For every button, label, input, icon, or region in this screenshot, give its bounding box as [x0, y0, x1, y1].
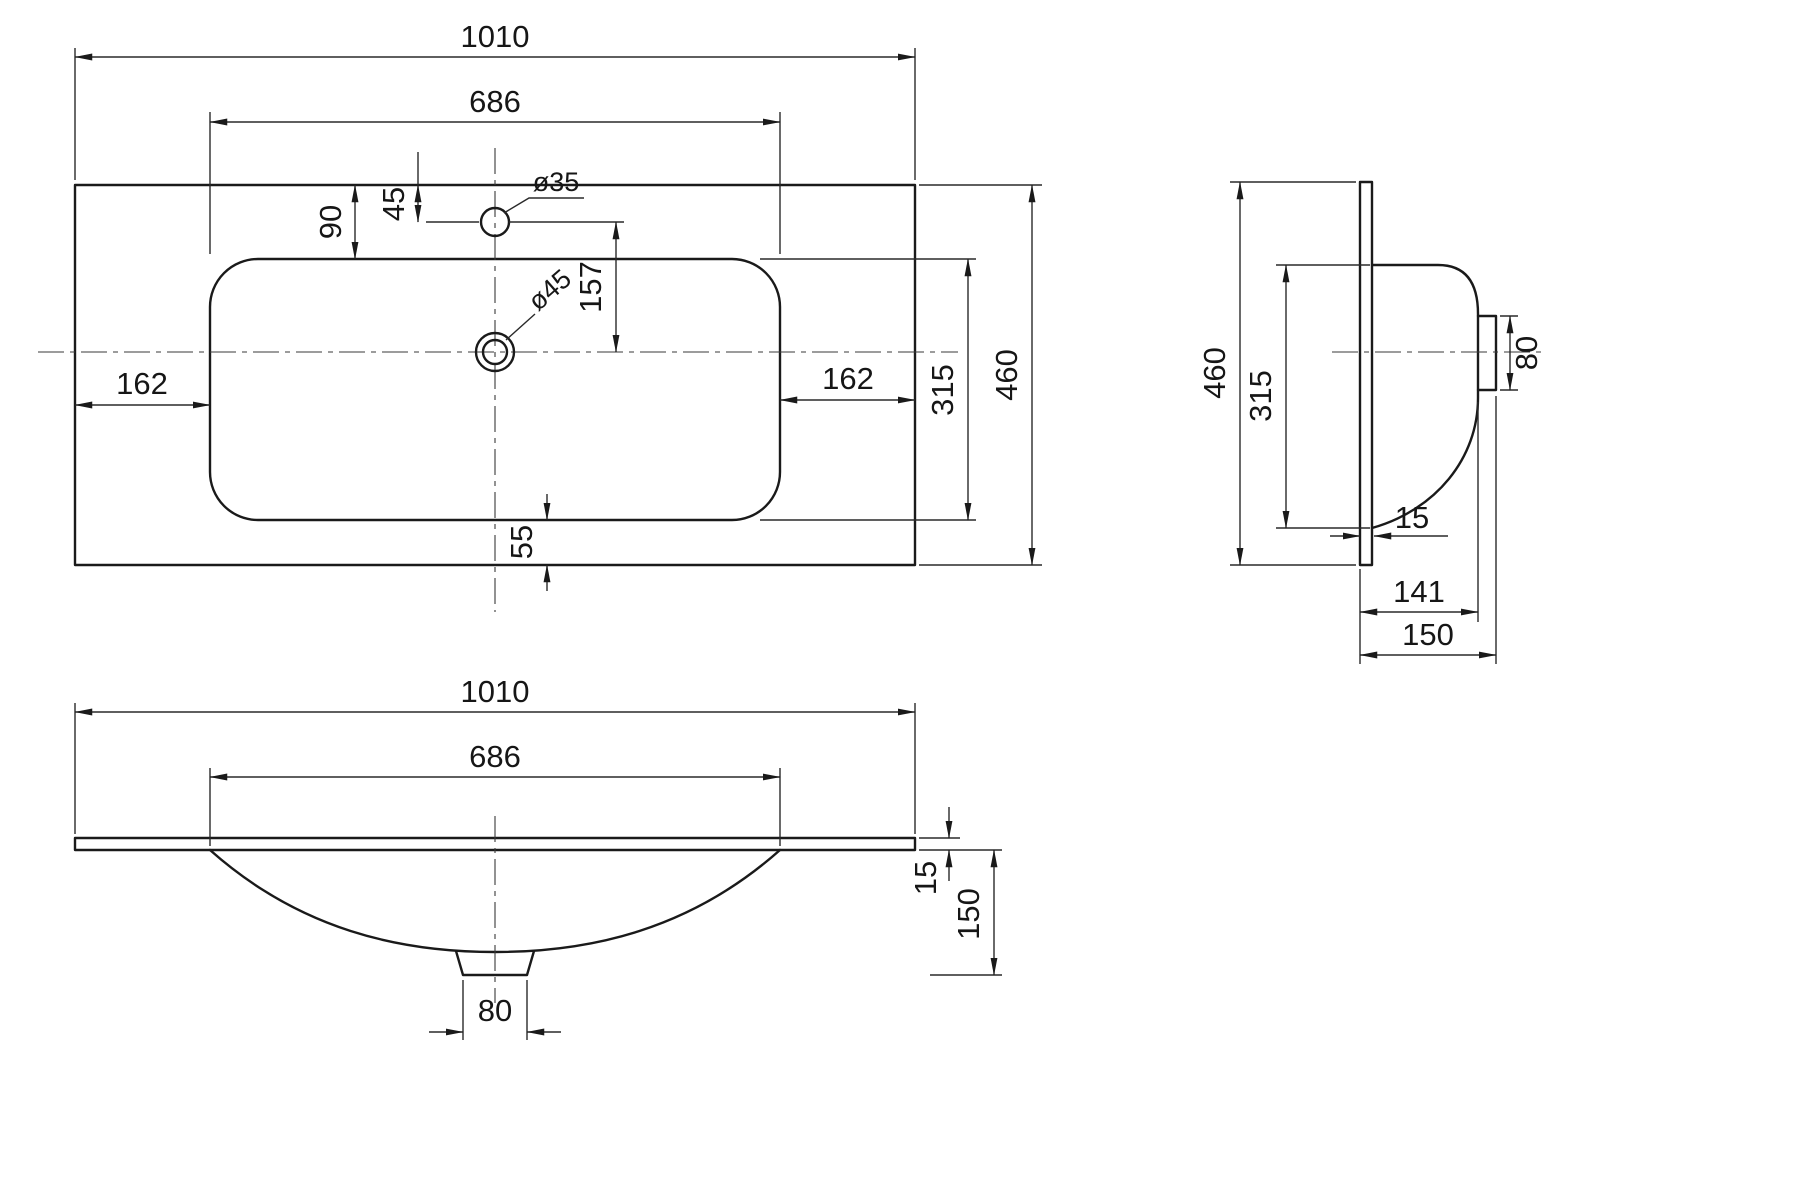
dim-label-side-80: 80	[1509, 336, 1544, 370]
dim-label-top-157: 157	[573, 261, 608, 313]
dimension-front-overall-width: 1010	[74, 674, 916, 834]
dim-label-top-315: 315	[925, 364, 960, 416]
dim-label-front-1010: 1010	[461, 674, 530, 709]
drain-hole	[474, 331, 516, 373]
dim-label-top-55: 55	[504, 525, 539, 559]
dimension-side-basin-height: 315	[1243, 264, 1370, 529]
dim-label-top-overall-width: 1010	[461, 19, 530, 54]
bowl-profile	[1370, 263, 1498, 530]
dim-label-side-150: 150	[1402, 617, 1454, 652]
dimension-top-basin-to-edge: 55	[504, 494, 551, 591]
dimension-front-basin-width: 686	[209, 739, 781, 846]
dimension-top-overall-width: 1010	[74, 19, 916, 180]
dimension-top-overall-depth: 460	[919, 184, 1042, 566]
dim-label-side-141: 141	[1393, 574, 1445, 609]
dimension-front-slab-thickness: 15	[908, 807, 1002, 895]
dim-label-side-460: 460	[1197, 347, 1232, 399]
dim-label-side-15: 15	[1395, 500, 1429, 535]
dim-label-top-edge-basin-90: 90	[313, 205, 348, 239]
dim-label-front-150: 150	[951, 888, 986, 940]
dimension-side-rim-height: 80	[1500, 315, 1544, 391]
dimension-side-overall-depth: 150	[1359, 396, 1497, 664]
dimension-top-edge-to-faucet: 45	[376, 152, 479, 223]
dim-label-front-15: 15	[908, 861, 943, 895]
dimension-top-left-inset: 162	[74, 366, 211, 409]
view-top-plan: 1010 686 90 45 ø35 157	[38, 19, 1042, 612]
back-panel-outline	[1358, 180, 1374, 567]
dimension-side-overall-height: 460	[1197, 181, 1356, 566]
dimension-top-right-inset: 162	[779, 361, 916, 404]
dim-label-top-162-right: 162	[822, 361, 874, 396]
drain-boss-outline	[454, 949, 536, 977]
dim-label-top-edge-faucet-45: 45	[376, 187, 411, 221]
dimension-top-edge-to-basin: 90	[313, 184, 359, 260]
side-view-outline	[1358, 180, 1498, 567]
dim-label-front-686: 686	[469, 739, 521, 774]
callout-faucet-diameter: ø35	[503, 167, 584, 214]
dimension-top-basin-depth: 315	[760, 258, 976, 521]
drain-inner-circle	[481, 338, 509, 366]
view-side-section: 460 315 80 15 141 15	[1197, 180, 1544, 664]
dimension-side-panel-thickness: 15	[1330, 500, 1448, 540]
dim-label-front-80: 80	[478, 993, 512, 1028]
dim-label-side-315: 315	[1243, 370, 1278, 422]
dimension-top-basin-width: 686	[209, 84, 781, 254]
drain-outer-circle	[474, 331, 516, 373]
dim-label-top-460: 460	[989, 349, 1024, 401]
label-faucet-diameter: ø35	[533, 167, 580, 197]
dimension-faucet-to-centerline: 157	[509, 221, 624, 353]
dim-label-top-162-left: 162	[116, 366, 168, 401]
view-front-elevation: 1010 686 15 150 80	[73, 674, 1002, 1040]
dimension-side-bowl-depth: 141	[1359, 402, 1479, 664]
dimension-front-bowl-height: 150	[930, 849, 1002, 976]
dimension-front-drain-width: 80	[429, 980, 561, 1040]
dim-label-top-basin-width: 686	[469, 84, 521, 119]
